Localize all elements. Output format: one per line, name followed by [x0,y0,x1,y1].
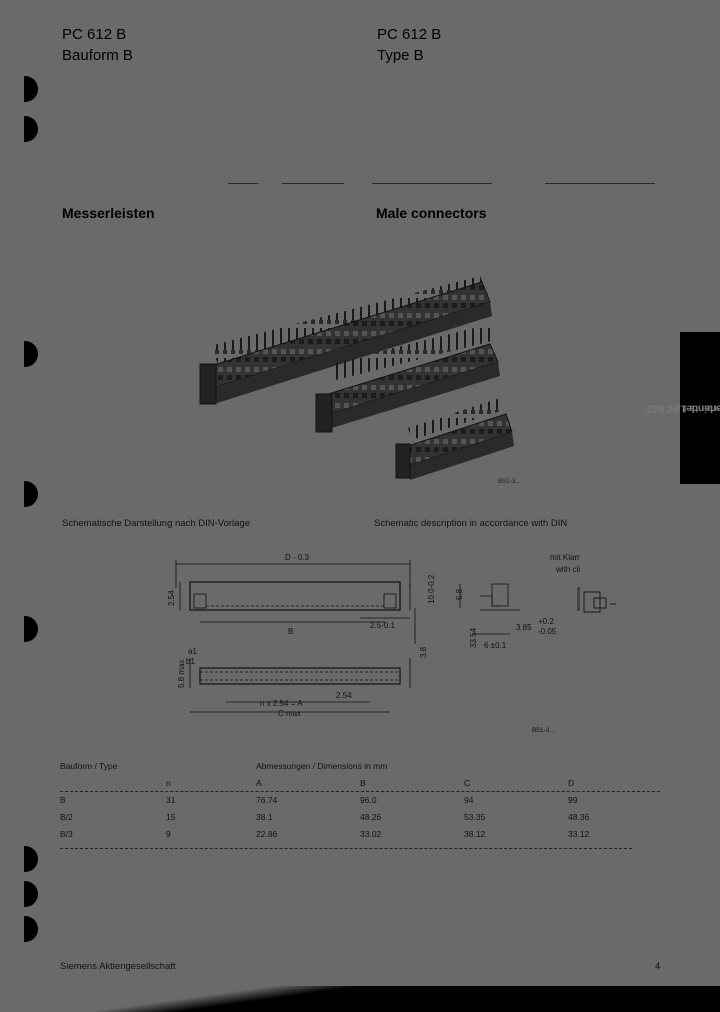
product-code: PC 612 B [62,26,127,43]
rule-divider [282,183,344,184]
side-tab: Steckverbinder PC 612Components 1.2 / PC [646,332,720,484]
dim-d-label: D - 0.3 [285,553,310,562]
rule-divider [545,183,655,184]
tol-minus-label: -0.05 [538,627,557,636]
connector-photo: B51-3... [199,276,521,485]
header-right: PC 612 B Type B [377,24,441,66]
drawing-top-view [175,560,416,644]
table-header-row: Bauform / Type Abmessungen / Dimensions … [60,757,628,774]
punch-hole [24,616,38,642]
dim-25-label: 2.5-0.1 [370,621,395,630]
punch-hole [24,341,38,367]
rule-divider [372,183,492,184]
dim-b-label: B [288,627,293,636]
punch-hole [24,76,38,102]
product-type: Bauform B [62,47,133,64]
punch-hole [24,481,38,507]
dim-3354-label: 33.54 [469,627,478,648]
connector-large [199,276,492,405]
dim-58-label: 5.8 [455,588,464,600]
dim-100-label: 10.0-0.2 [427,574,436,604]
label-a1: a1 [188,647,197,656]
col-a: A [256,777,262,788]
clip-label-de: mit Klammer [550,553,580,562]
punch-hole [24,916,38,942]
label-b1: b1 [186,657,195,666]
punch-hole [24,881,38,907]
table-column-row: n A B C D [60,774,628,791]
table-head-dimensions: Abmessungen / Dimensions in mm [256,760,388,771]
rule-divider [228,183,258,184]
punch-hole [24,116,38,142]
dim-254b-label: 2.54 [336,691,352,700]
table-rule [60,791,660,792]
photo-code: B51-3... [498,478,521,485]
dim-6-label: 6 ±0.1 [484,641,507,650]
tol-plus-label: +0.2 [538,617,554,626]
caption-de: Schematische Darstellung nach DIN-Vorlag… [62,518,250,529]
table-rule [60,848,632,849]
punch-hole [24,846,38,872]
dim-cmax-label: C max [278,709,301,718]
col-b: B [360,777,366,788]
bottom-edge [0,986,720,1012]
technical-drawing: D - 0.3 2.54 10.0-0.2 B 2.5-0.1 a1 b1 5.… [167,553,580,734]
col-c: C [464,777,471,788]
dim-38-label: 3.8 [419,646,428,658]
caption-en: Schematic description in accordance with… [374,518,568,529]
clip-label-en: with clip [555,565,580,574]
col-n: n [166,777,171,788]
dim-254-label: 2.54 [167,590,176,606]
col-d: D [568,777,575,788]
footer-page-number: 4 [655,961,661,972]
dim-na-label: n x 2.54 = A [260,699,303,708]
product-type: Type B [377,47,424,64]
drawing-front-view [189,658,411,713]
product-code: PC 612 B [377,26,442,43]
footer-company: Siemens Aktiengesellschaft [60,961,176,972]
table-head-type: Bauform / Type [60,760,118,771]
clip-icon [583,591,616,613]
drawing-clip-view [577,587,580,611]
dim-58max-label: 5.8 max [177,660,186,688]
section-title-en: Male connectors [376,205,487,221]
drawing-code: B51-3... [532,727,555,734]
dim-385-label: 3.85 [516,623,532,632]
connector-small [395,398,514,480]
header-left: PC 612 B Bauform B [62,24,133,66]
dimensions-table: Bauform / Type Abmessungen / Dimensions … [60,757,628,842]
section-title-de: Messerleisten [62,205,155,221]
connector-medium [315,324,500,433]
drawing-side-view [459,583,520,635]
side-tab-line2: Components 1.2 / PC [649,402,720,414]
